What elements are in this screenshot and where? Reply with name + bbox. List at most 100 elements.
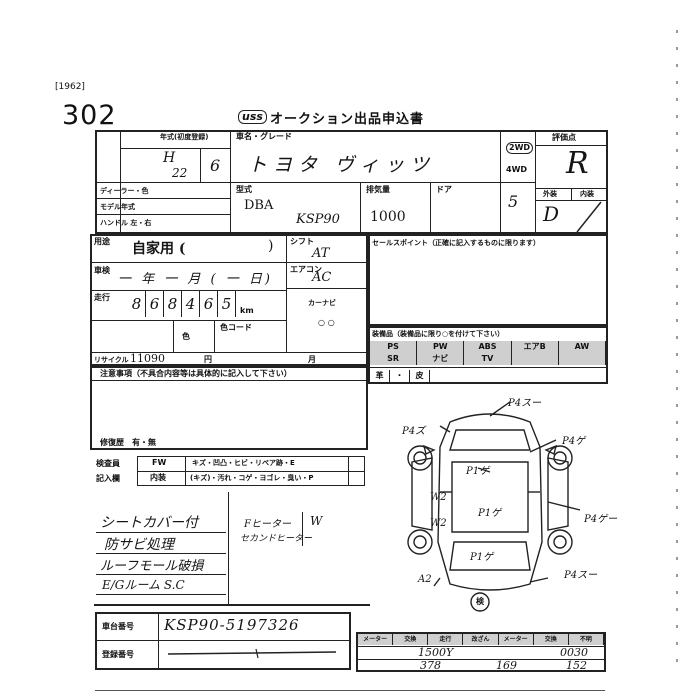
handle-label: ハンドル 左・右: [100, 219, 152, 227]
auction-logo: uss: [238, 110, 267, 124]
exterior-label: 外装: [543, 190, 557, 198]
equipment-item: PW: [417, 341, 465, 353]
odometer-header-cell: 走行: [428, 634, 464, 645]
mileage-digit: 8: [164, 291, 182, 317]
dealer-label: ディーラー・色: [100, 187, 149, 195]
shift-label: シフト: [290, 237, 314, 246]
odometer-value-3: 378: [420, 659, 441, 672]
odometer-value-4: 169: [496, 659, 517, 672]
odometer-value-1: 1500Y: [418, 646, 454, 659]
diagram-label-upper-left: P4ズ: [402, 426, 426, 437]
equipment-title: 装備品（装備品に限り○を付けて下さい）: [372, 330, 505, 338]
eval-label: 評価点: [552, 133, 576, 142]
quality-row1-items: キズ・凹凸・ヒビ・リペア跡・E: [192, 459, 295, 467]
mileage-digit: 6: [200, 291, 218, 317]
usage-value: 自家用 (: [132, 241, 186, 257]
yen-unit: 円: [204, 355, 212, 364]
mileage-digit: 5: [218, 291, 236, 317]
quality-fw: FW: [152, 458, 167, 467]
equipment-item: エアB: [512, 341, 559, 353]
odometer-header-cell: メーター: [499, 634, 534, 645]
diagram-label-center-top: P1ゲ: [466, 466, 490, 477]
inspector-stamp: 検: [476, 597, 484, 606]
chassis-box: [95, 612, 351, 670]
navi-label: カーナビ: [308, 299, 336, 307]
month-unit: 月: [308, 355, 316, 364]
equipment-row-3: 革・皮: [370, 370, 470, 382]
mileage-digit: 6: [146, 291, 164, 317]
odometer-value-2: 0030: [560, 646, 588, 659]
diagram-label-w2-top: W2: [430, 492, 447, 503]
option-circles: ○ ○: [318, 318, 335, 327]
odometer-value-5: 152: [566, 659, 587, 672]
year-label: 年式(初度登録): [160, 133, 209, 141]
side-note-1: Fヒーター: [244, 519, 291, 530]
serial-label: 登録番号: [102, 650, 134, 659]
quality-row2-items: (キズ)・汚れ・コゲ・ヨゴレ・臭い・P: [190, 474, 314, 482]
doors: 5: [508, 192, 519, 211]
usage-label: 用途: [94, 237, 110, 246]
aircon-label: エアコン: [290, 265, 322, 274]
usage-box: [90, 234, 368, 366]
odometer-box: [356, 632, 606, 672]
notes-title: 注意事項（不具合内容等は具体的に記入して下さい）: [100, 369, 292, 378]
diagram-label-w2-bottom: W2: [430, 518, 447, 529]
equipment-item: [559, 353, 606, 365]
shift-value: AT: [312, 246, 330, 261]
odometer-header-cell: 交換: [393, 634, 429, 645]
displacement-label: 排気量: [366, 185, 390, 194]
quality-interior: 内装: [150, 473, 166, 482]
car-name: トヨタ ヴィッツ: [248, 154, 436, 176]
odometer-header: メーター交換走行改ざんメーター交換不明: [358, 634, 604, 645]
odometer-header-cell: メーター: [358, 634, 394, 645]
km-unit: km: [240, 306, 254, 315]
year-value: 22: [172, 166, 188, 180]
equipment-item: TV: [464, 353, 512, 365]
equipment-item: PS: [370, 341, 418, 353]
equipment-item: 革: [370, 370, 390, 382]
aircon-value: AC: [312, 270, 332, 285]
diagram-label-top-right: P4スー: [508, 398, 542, 409]
note-line-3: ルーフモール破損: [100, 559, 204, 574]
notes-box: [90, 366, 368, 450]
exterior-interior-value: D: [543, 202, 560, 226]
drive-2wd: 2WD: [506, 142, 534, 154]
lot-number: 302: [62, 100, 117, 131]
quality-row2-label: 記入欄: [96, 474, 120, 483]
odometer-header-cell: 不明: [569, 634, 604, 645]
repair-history-label: 修復歴 有・無: [100, 438, 156, 447]
mileage-digit: 4: [182, 291, 200, 317]
equipment-item: [512, 353, 559, 365]
chassis-value: KSP90-5197326: [164, 616, 300, 634]
car-damage-diagram: [407, 401, 581, 612]
door-label: ドア: [436, 185, 452, 194]
odometer-header-cell: 改ざん: [463, 634, 499, 645]
model-code-label: 型式: [236, 185, 252, 194]
diagram-label-center-bottom: P1ゲ: [470, 552, 494, 563]
diagram-label-right-side: P4ゲー: [584, 514, 618, 525]
recycle-value: 11090: [130, 352, 165, 365]
shaken-label: 車検: [94, 266, 110, 275]
odometer-header-cell: 交換: [534, 634, 569, 645]
note-line-2: 防サビ処理: [104, 537, 174, 553]
equipment-box: [368, 326, 608, 384]
month-value: 6: [210, 156, 221, 175]
equipment-item: SR: [370, 353, 418, 365]
mileage-label: 走行: [94, 293, 110, 302]
equipment-item: AW: [559, 341, 606, 353]
model-code-prefix: DBA: [244, 198, 274, 213]
quality-row1-label: 検査員: [96, 459, 120, 468]
model-code: KSP90: [296, 212, 340, 227]
year-era: H: [163, 150, 176, 166]
displacement: 1000: [370, 209, 406, 225]
color-code-label: 色コード: [220, 323, 252, 332]
sales-point-box: [368, 234, 608, 326]
side-note-2: セカンドヒーター: [240, 534, 313, 544]
recycle-label: リサイクル: [94, 356, 129, 364]
model-label: モデル年式: [100, 203, 135, 211]
car-name-label: 車名・グレード: [236, 132, 292, 141]
note-line-4: E/Gルーム S.C: [102, 578, 185, 592]
interior-label: 内装: [580, 190, 594, 198]
